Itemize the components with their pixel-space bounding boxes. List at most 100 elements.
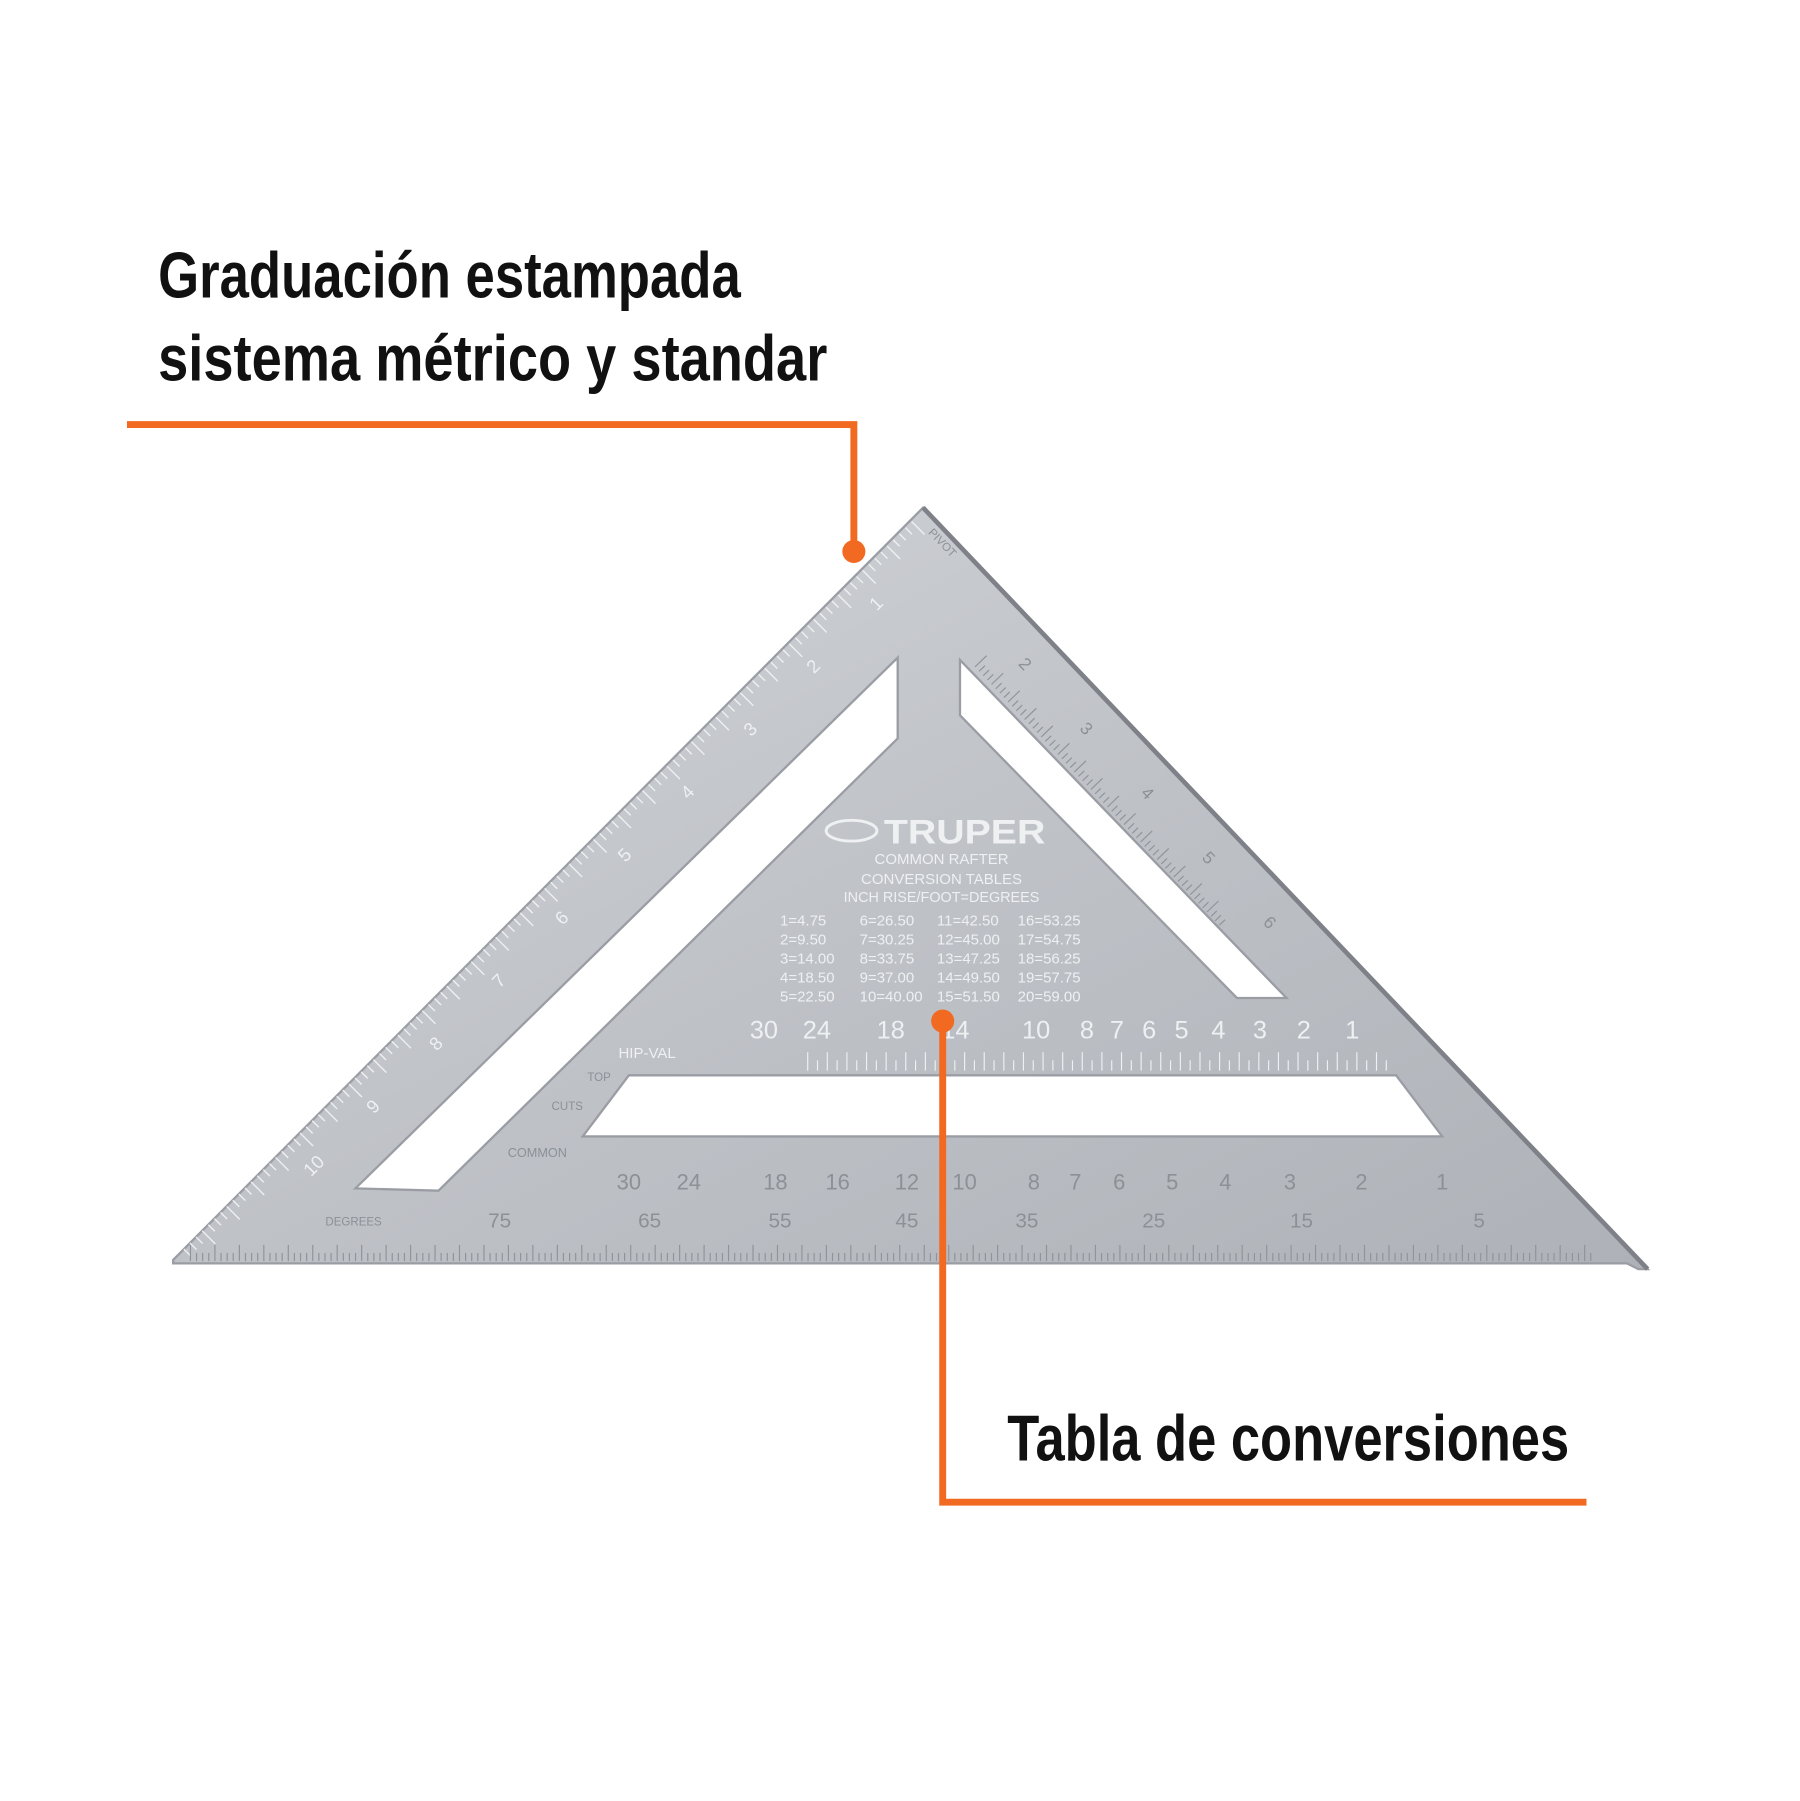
ruler-tick	[995, 682, 1002, 690]
table-cell: 17=54.75	[1018, 931, 1081, 948]
ruler-tick	[788, 643, 803, 658]
ruler-tick	[703, 728, 711, 737]
ruler-tick	[654, 777, 662, 786]
ruler-tick	[982, 669, 990, 677]
ruler-tick	[207, 1224, 216, 1232]
ruler-tick	[813, 618, 828, 633]
conversion-table: 1=4.752=9.503=14.004=18.505=22.506=26.50…	[780, 912, 1081, 1005]
ruler-tick	[1202, 901, 1209, 909]
ruler-tick	[195, 1236, 204, 1244]
ruler-tick	[1206, 900, 1219, 913]
ruler-tick	[617, 814, 632, 829]
ruler-tick	[1053, 744, 1060, 751]
ruler-tick	[1102, 796, 1110, 804]
hip-scale-number: 6	[1142, 1016, 1156, 1044]
label-top: TOP	[587, 1072, 611, 1084]
ruler-tick	[1177, 875, 1185, 882]
ruler-tick	[427, 1004, 436, 1012]
ruler-tick	[1028, 717, 1036, 725]
table-cell: 11=42.50	[937, 912, 999, 929]
ruler-tick	[715, 716, 730, 731]
common-scale-number: 2	[1355, 1170, 1367, 1195]
ruler-tick	[397, 1034, 412, 1049]
ruler-tick	[635, 796, 644, 804]
common-scale-number: 1	[1436, 1170, 1448, 1195]
callout-leader-line-graduation	[126, 421, 858, 552]
common-scale-number: 16	[826, 1170, 850, 1195]
ruler-tick	[244, 1187, 253, 1196]
ruler-tick	[1111, 805, 1118, 812]
ruler-tick	[586, 845, 595, 853]
ruler-tick	[1024, 707, 1037, 720]
ruler-tick	[513, 918, 522, 926]
ruler-tick	[562, 869, 571, 878]
table-cell: 10=40.00	[860, 988, 923, 1005]
ruler-tick	[666, 765, 681, 780]
ruler-tick	[1156, 848, 1170, 860]
table-cell: 2=9.50	[780, 931, 826, 948]
square-lip-edge	[921, 506, 1650, 1271]
ruler-tick	[201, 1230, 216, 1245]
ruler-tick	[299, 1132, 314, 1147]
ruler-tick	[1198, 897, 1205, 904]
hip-scale-number: 8	[1080, 1016, 1094, 1044]
ruler-tick	[1165, 862, 1172, 869]
ruler-tick	[458, 973, 467, 982]
ruler-tick	[1189, 883, 1203, 896]
ruler-tick	[372, 1059, 387, 1074]
ruler-tick	[324, 1108, 339, 1123]
degree-scale-number: 45	[895, 1210, 918, 1233]
ruler-tick	[727, 704, 736, 712]
degree-scale-number: 65	[638, 1210, 661, 1233]
common-scale-number: 8	[1028, 1170, 1040, 1195]
ruler-tick	[403, 1028, 412, 1037]
degree-scale-number: 5	[1473, 1210, 1485, 1233]
brand-name: TRUPER	[884, 813, 1046, 851]
ruler-tick	[856, 576, 864, 584]
ruler-tick	[819, 612, 827, 621]
hip-scale-number: 7	[1110, 1016, 1124, 1044]
table-cell: 18=56.25	[1018, 950, 1081, 967]
degree-scale-number: 55	[768, 1210, 791, 1233]
ruler-tick	[464, 967, 473, 975]
ruler-tick	[580, 851, 589, 859]
table-cell: 1=4.75	[780, 912, 826, 929]
ruler-tick	[1127, 822, 1135, 830]
ruler-tick	[1078, 770, 1085, 777]
ruler-tick	[342, 1089, 350, 1098]
ruler-tick	[452, 979, 460, 988]
ruler-tick	[874, 557, 882, 566]
ruler-tick	[1185, 884, 1193, 891]
ruler-tick	[574, 857, 583, 865]
ruler-tick	[678, 753, 687, 761]
degree-scale-number: 35	[1015, 1210, 1038, 1233]
table-cell: 6=26.50	[860, 912, 915, 929]
ruler-tick	[1073, 760, 1087, 773]
ruler-tick	[507, 924, 515, 933]
label-hip-val: HIP-VAL	[618, 1045, 675, 1062]
ruler-tick	[1218, 919, 1226, 926]
ruler-tick	[697, 735, 705, 743]
ruler-tick	[489, 942, 497, 951]
table-cell: 9=37.00	[860, 969, 915, 986]
label-common: COMMON	[508, 1146, 567, 1160]
common-scale-number: 6	[1113, 1170, 1125, 1195]
table-cell: 14=49.50	[937, 969, 1000, 986]
callout-graduation-line1: Graduación estampada	[158, 240, 742, 312]
ruler-tick	[1082, 774, 1089, 782]
ruler-tick	[183, 1248, 191, 1257]
truper-logo-icon	[824, 818, 879, 843]
ruler-tick	[599, 832, 607, 841]
ruler-tick	[623, 808, 632, 816]
table-cell: 8=33.75	[860, 950, 915, 967]
ruler-tick	[1040, 725, 1054, 738]
ruler-tick	[684, 747, 693, 755]
ruler-tick	[379, 1052, 387, 1061]
heading-common-rafter: COMMON RAFTER	[875, 851, 1009, 868]
ruler-tick	[305, 1126, 314, 1134]
ruler-tick	[311, 1120, 320, 1128]
table-cell: 15=51.50	[937, 988, 1000, 1005]
ruler-tick	[483, 949, 491, 957]
hip-scale-number: 3	[1253, 1016, 1267, 1044]
ruler-tick	[281, 1150, 289, 1159]
